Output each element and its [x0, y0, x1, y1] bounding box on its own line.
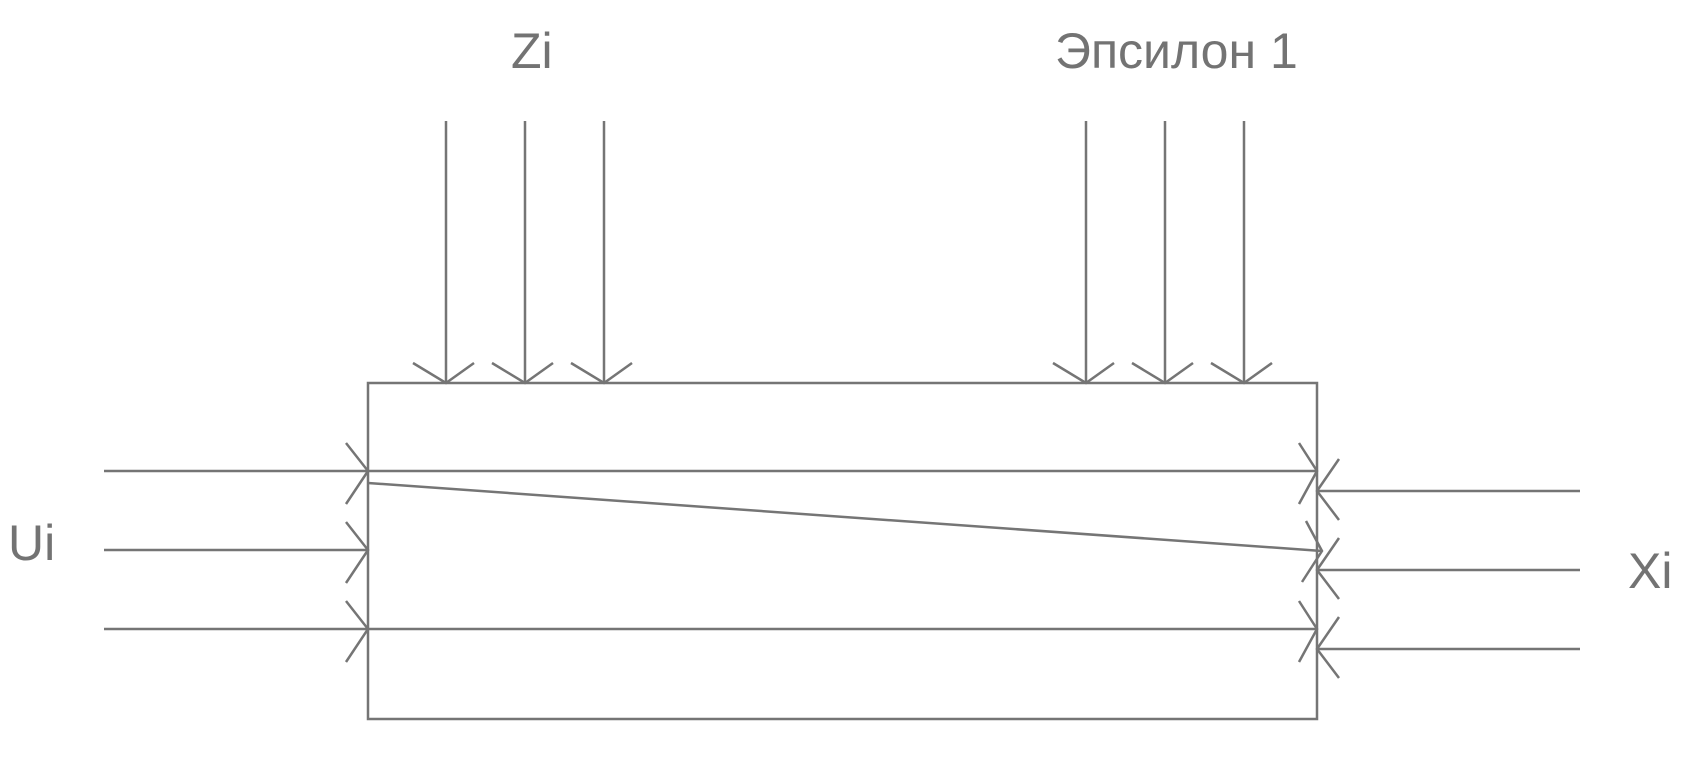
zi-arrow-3 [570, 121, 633, 385]
label-zi: Zi [511, 23, 553, 79]
xi-arrow-1 [1315, 458, 1580, 521]
epsilon-arrow-1 [1052, 121, 1115, 385]
xi-arrow-3 [1315, 616, 1580, 679]
ui-arrow-1 [104, 442, 370, 505]
label-ui: Ui [8, 515, 56, 571]
internal-line-3 [368, 600, 1319, 663]
xi-arrow-2 [1315, 537, 1580, 600]
label-xi: Xi [1628, 543, 1673, 599]
system-block [366, 381, 1319, 721]
ui-arrow-3 [104, 600, 370, 663]
zi-arrow-2 [491, 121, 554, 385]
ui-arrow-2 [104, 521, 370, 584]
internal-line-diagonal [367, 481, 1324, 583]
zi-arrow-1 [412, 121, 475, 385]
label-epsilon: Эпсилон 1 [1055, 23, 1298, 79]
epsilon-arrow-2 [1131, 121, 1194, 385]
epsilon-arrow-3 [1210, 121, 1273, 385]
internal-line-1 [368, 442, 1319, 505]
